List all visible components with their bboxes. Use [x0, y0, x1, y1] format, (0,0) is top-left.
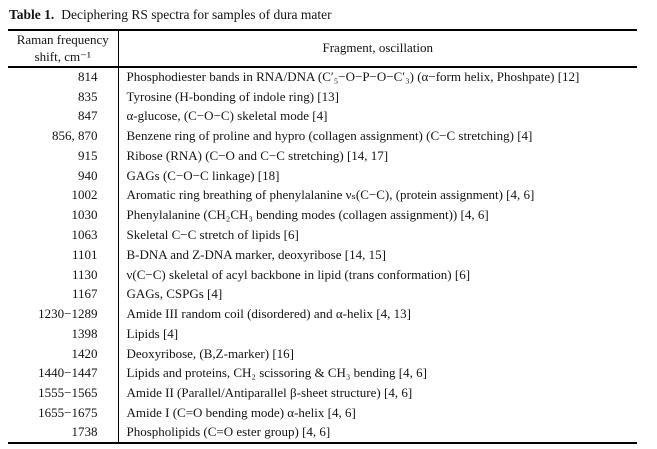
raman-shift-cell: 1002 — [8, 185, 119, 206]
raman-shift-cell: 1030 — [8, 205, 119, 226]
fragment-cell: Phosphodiester bands in RNA/DNA (C′₅−O−P… — [126, 69, 580, 85]
fragment-cell: Phospholipids (C=O ester group) [4, 6] — [126, 424, 331, 440]
fragment-cell: α-glucose, (C−O−C) skeletal mode [4] — [126, 108, 328, 124]
fragment-cell: Benzene ring of proline and hypro (colla… — [126, 128, 533, 144]
fragment-cell: Skeletal C−C stretch of lipids [6] — [126, 227, 299, 242]
table-caption: Table 1. Deciphering RS spectra for sampl… — [9, 6, 657, 23]
raman-shift-cell: 1738 — [8, 422, 119, 443]
header-raman-frequency-shift: Raman frequency shift, cm⁻¹ — [8, 30, 119, 68]
raman-shift-cell: 1555−1565 — [8, 383, 119, 404]
fragment-cell: GAGs, CSPGs [4] — [126, 286, 223, 302]
raman-shift-cell: 1230−1289 — [8, 304, 119, 324]
fragment-cell: Lipids and proteins, CH₂ scissoring & CH… — [126, 365, 427, 381]
fragment-cell: Tyrosine (H-bonding of indole ring) [13] — [126, 88, 339, 104]
table-row: 1420 Deoxyribose, (B,Z-marker) [16] — [8, 343, 637, 364]
raman-shift-cell: 1420 — [8, 343, 119, 364]
table-row: 1030 Phenylalanine (CH₂CH₃ bending modes… — [8, 205, 637, 226]
raman-shift-cell: 1398 — [8, 323, 119, 344]
table-row: 1555−1565 Amide II (Parallel/Antiparalle… — [8, 383, 637, 404]
table-row: 1130 ν(C−C) skeletal of acyl backbone in… — [8, 264, 637, 285]
raman-shift-cell: 1130 — [8, 264, 119, 285]
fragment-cell: Phenylalanine (CH₂CH₃ bending modes (col… — [126, 207, 489, 223]
table-row: 915 Ribose (RNA) (C−O and C−C stretching… — [8, 146, 637, 166]
rs-spectra-table: Raman frequency shift, cm⁻¹ Fragment, os… — [8, 29, 637, 444]
fragment-cell: Lipids [4] — [126, 325, 179, 341]
table-row: 1398 Lipids [4] — [8, 323, 637, 344]
raman-shift-cell: 835 — [8, 86, 119, 107]
fragment-cell: Amide III random coil (disordered) and α… — [126, 306, 411, 322]
table-caption-label: Table 1. — [9, 7, 55, 22]
table-row: 856, 870 Benzene ring of proline and hyp… — [8, 126, 637, 147]
fragment-cell: Aromatic ring breathing of phenylalanine… — [126, 187, 535, 203]
raman-shift-cell: 856, 870 — [8, 126, 119, 147]
table-row: 1002 Aromatic ring breathing of phenylal… — [8, 185, 637, 206]
fragment-cell: Deoxyribose, (B,Z-marker) [16] — [126, 345, 295, 361]
table-row: 1655−1675 Amide I (C=O bending mode) α-h… — [8, 403, 637, 423]
table-row: 940 GAGs (C−O−C linkage) [18] — [8, 165, 637, 186]
raman-shift-cell: 940 — [8, 165, 119, 186]
fragment-cell: ν(C−C) skeletal of acyl backbone in lipi… — [126, 266, 471, 282]
fragment-cell: Ribose (RNA) (C−O and C−C stretching) [1… — [126, 147, 389, 163]
raman-shift-cell: 1440−1447 — [8, 363, 119, 384]
fragment-cell: B-DNA and Z-DNA marker, deoxyribose [14,… — [126, 246, 386, 262]
table-row: 814 Phosphodiester bands in RNA/DNA (C′₅… — [8, 67, 637, 87]
raman-shift-cell: 1063 — [8, 225, 119, 245]
raman-shift-cell: 1655−1675 — [8, 403, 119, 423]
table-row: 1167 GAGs, CSPGs [4] — [8, 284, 637, 305]
table-row: 1738 Phospholipids (C=O ester group) [4,… — [8, 422, 637, 443]
fragment-cell: Amide II (Parallel/Antiparallel β-sheet … — [126, 385, 413, 401]
table-header: Raman frequency shift, cm⁻¹ Fragment, os… — [8, 30, 637, 68]
raman-shift-cell: 915 — [8, 146, 119, 166]
table-row: 1101 B-DNA and Z-DNA marker, deoxyribose… — [8, 244, 637, 265]
table-row: 835 Tyrosine (H-bonding of indole ring) … — [8, 86, 637, 107]
raman-shift-cell: 814 — [8, 67, 119, 87]
table-body: 814 Phosphodiester bands in RNA/DNA (C′₅… — [8, 67, 637, 443]
table-row: 847 α-glucose, (C−O−C) skeletal mode [4] — [8, 106, 637, 127]
header-row: Raman frequency shift, cm⁻¹ Fragment, os… — [8, 30, 637, 68]
table-row: 1440−1447 Lipids and proteins, CH₂ sciss… — [8, 363, 637, 384]
fragment-cell: Amide I (C=O bending mode) α-helix [4, 6… — [126, 404, 356, 420]
table-row: 1230−1289 Amide III random coil (disorde… — [8, 304, 637, 324]
header-fragment-oscillation: Fragment, oscillation — [118, 30, 637, 68]
table-row: 1063 Skeletal C−C stretch of lipids [6] — [8, 225, 637, 245]
table-caption-text: Deciphering RS spectra for samples of du… — [61, 7, 332, 22]
raman-shift-cell: 1101 — [8, 244, 119, 265]
raman-shift-cell: 847 — [8, 106, 119, 127]
raman-shift-cell: 1167 — [8, 284, 119, 305]
fragment-cell: GAGs (C−O−C linkage) [18] — [126, 167, 280, 183]
